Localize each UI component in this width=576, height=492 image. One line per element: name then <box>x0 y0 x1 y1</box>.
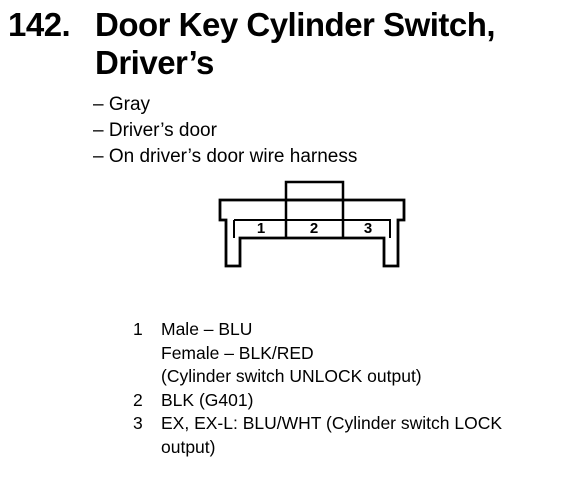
section-number: 142. <box>8 6 71 43</box>
pin-entry-2: 2 BLK (G401) <box>133 389 502 413</box>
pin-3-line-1: EX, EX-L: BLU/WHT (Cylinder switch LOCK <box>161 413 503 433</box>
pin-1-line-1: Male – BLU <box>161 319 253 339</box>
pin-list: 1 Male – BLU Female – BLK/RED (Cylinder … <box>133 318 502 459</box>
pin-entry-1: 1 Male – BLU Female – BLK/RED (Cylinder … <box>133 318 502 389</box>
pin-2-line-1: BLK (G401) <box>161 389 254 410</box>
connector-housing <box>218 198 406 268</box>
terminal-label-2: 2 <box>310 220 318 237</box>
connector-properties: – Gray – Driver’s door – On driver’s doo… <box>93 92 357 170</box>
property-location: – Driver’s door <box>93 120 217 141</box>
page-title-line-1: Door Key Cylinder Switch, <box>95 6 496 43</box>
pin-3-line-2: output) <box>161 436 216 457</box>
terminal-label-3: 3 <box>364 220 372 237</box>
property-color: – Gray <box>93 94 151 115</box>
pin-entry-3: 3 EX, EX-L: BLU/WHT (Cylinder switch LOC… <box>133 412 502 459</box>
connector-latch-tab <box>284 180 345 202</box>
connector-diagram: 1 2 3 <box>218 180 406 268</box>
pin-number: 2 <box>133 389 143 410</box>
pin-number: 1 <box>133 319 143 339</box>
property-harness: – On driver’s door wire harness <box>93 146 358 167</box>
pin-1-line-3: (Cylinder switch UNLOCK output) <box>161 366 422 386</box>
pin-1-line-2: Female – BLK/RED <box>161 342 314 363</box>
pin-number: 3 <box>133 413 143 433</box>
terminal-label-1: 1 <box>257 220 265 237</box>
page-title-line-2: Driver’s <box>95 44 214 81</box>
